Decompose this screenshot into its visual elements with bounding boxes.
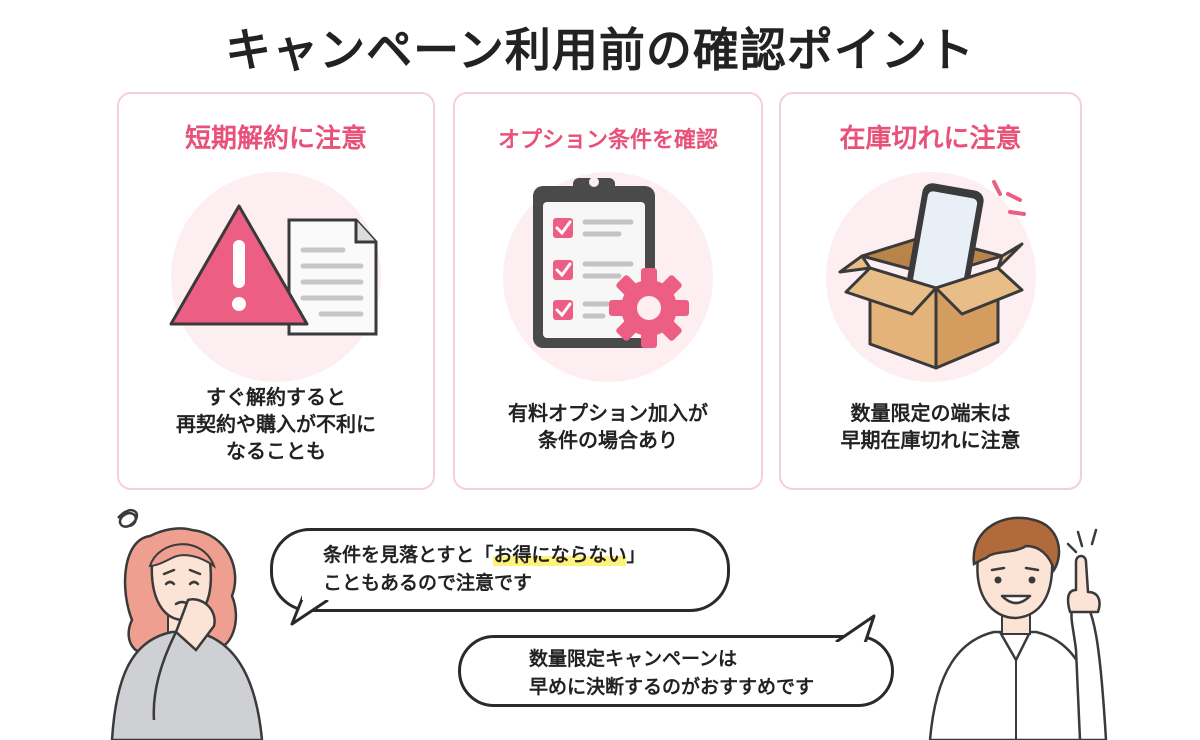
speech-bubble-man: 数量限定キャンペーンは 早めに決断するのがおすすめです xyxy=(458,635,894,707)
warning-document-icon xyxy=(169,172,381,382)
pointing-man-illustration xyxy=(928,516,1108,740)
card-option-conditions: オプション条件を確認 xyxy=(453,92,763,490)
page-title: キャンペーン利用前の確認ポイント xyxy=(225,23,975,77)
card-title: 短期解約に注意 xyxy=(184,124,367,154)
worried-woman-illustration xyxy=(110,508,264,740)
card-title: 在庫切れに注意 xyxy=(839,124,1022,154)
highlight-text: お得にならない xyxy=(493,544,627,566)
box-phone-icon xyxy=(825,172,1036,382)
card-description: 有料オプション加入が 条件の場合あり xyxy=(508,401,708,452)
card-short-term-cancel: 短期解約に注意 すぐ解約すると 再契約や購入が不利に なることも xyxy=(117,92,435,490)
card-out-of-stock: 在庫切れに注意 数量限定の端末は xyxy=(779,92,1082,490)
speech-bubble-tail xyxy=(832,614,876,650)
checklist-gear-icon xyxy=(503,172,713,382)
card-description: 数量限定の端末は 早期在庫切れに注意 xyxy=(840,401,1021,452)
card-description: すぐ解約すると 再契約や購入が不利に なることも xyxy=(176,385,376,463)
speech-bubble-woman: 条件を見落とすと「お得にならない」 こともあるので注意です xyxy=(270,528,730,612)
speech-bubble-tail xyxy=(290,592,332,626)
card-title: オプション条件を確認 xyxy=(497,128,718,153)
